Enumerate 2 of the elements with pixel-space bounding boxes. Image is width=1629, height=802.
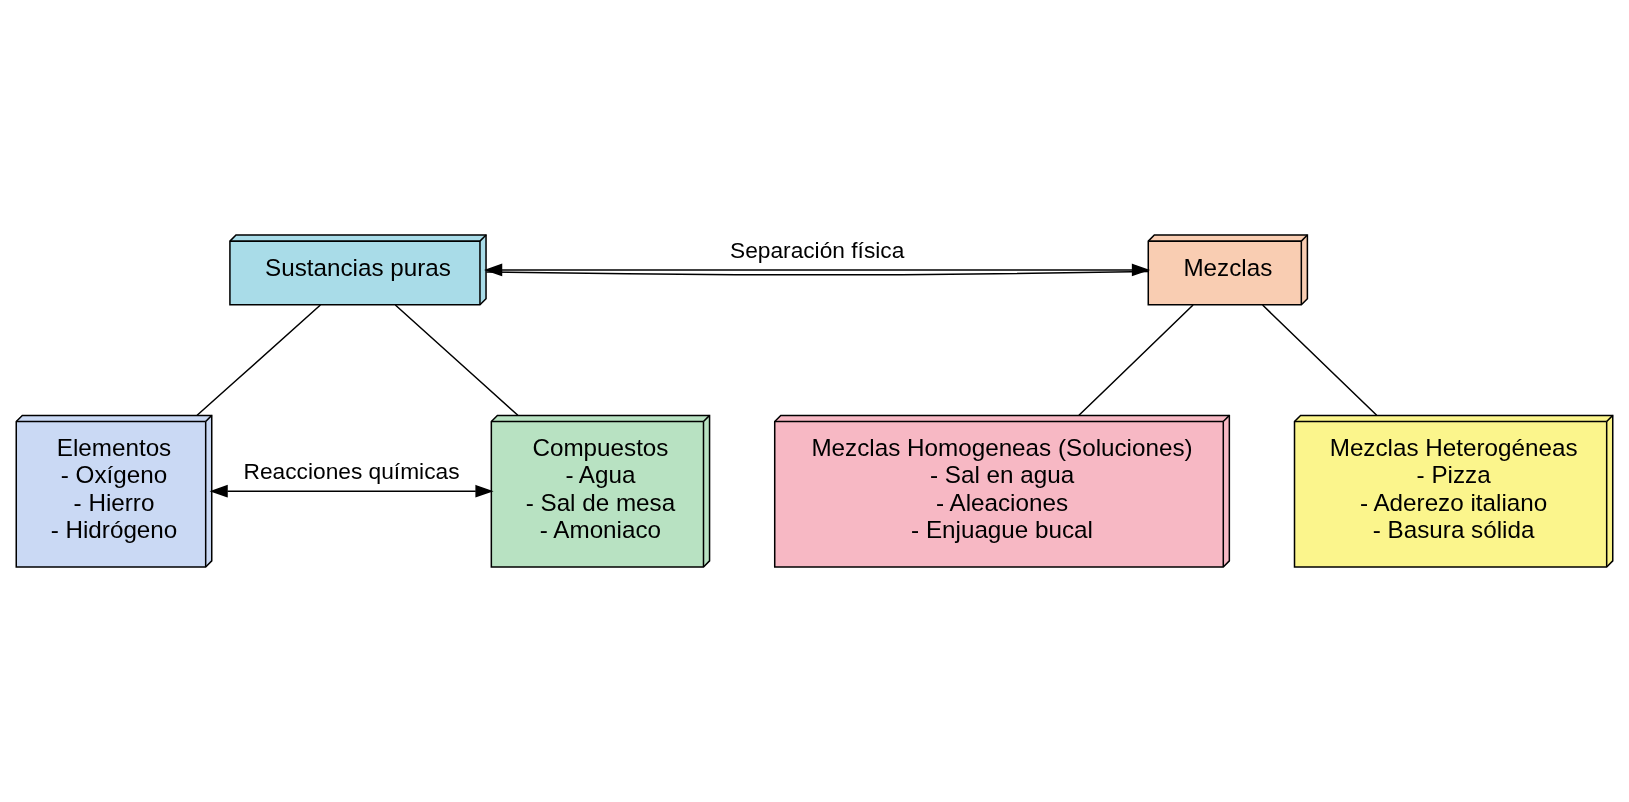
- edge-label: Reacciones químicas: [243, 458, 460, 485]
- edge-label: Separación física: [730, 236, 905, 263]
